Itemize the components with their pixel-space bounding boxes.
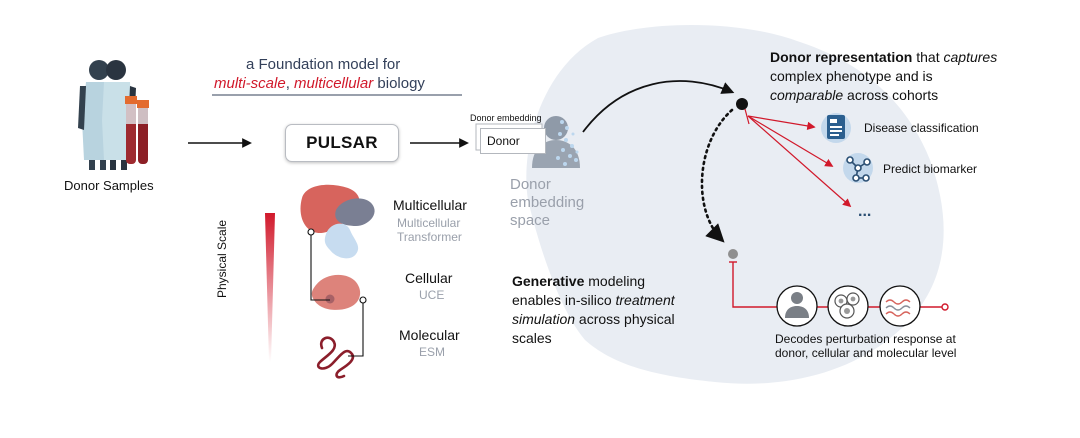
representation-line2: complex phenotype and is: [770, 68, 933, 84]
multicellular-label: Multicellular: [393, 197, 467, 213]
representation-part1: that: [912, 49, 944, 65]
donor-samples-label: Donor Samples: [64, 178, 154, 193]
representation-part3: across cohorts: [843, 87, 939, 103]
pulsar-model-box: PULSAR: [285, 124, 399, 162]
generative-line3: across physical: [575, 311, 675, 327]
connector-multicellular-cellular: [310, 232, 330, 301]
space-line2: embedding: [510, 194, 585, 211]
biomarker-molecule-icon: [843, 153, 873, 183]
multicellular-shape-icon: [300, 184, 375, 259]
pulsar-label: PULSAR: [306, 133, 378, 152]
donor-card-label: Donor: [487, 134, 520, 148]
decodes-line2: donor, cellular and molecular level: [775, 346, 957, 360]
molecular-level-icon: [879, 285, 921, 327]
foundation-sep: ,: [285, 75, 295, 92]
donor-embedding-small-label: Donor embedding: [470, 113, 542, 123]
representation-text: Donor representation that captures compl…: [770, 48, 997, 105]
task-arrow-biomarker: [747, 115, 834, 167]
task-predict-biomarker: Predict biomarker: [883, 162, 978, 176]
decoder-end-node: [941, 303, 949, 311]
physical-scale-gradient-bar: [265, 213, 275, 362]
cellular-label: Cellular: [405, 270, 453, 286]
representation-bold: Donor representation: [770, 49, 913, 65]
generative-part1: modeling: [584, 273, 646, 289]
generative-text: Generative modeling enables in-silico tr…: [512, 272, 675, 348]
task-arrow-disease: [747, 115, 816, 131]
molecular-label: Molecular: [399, 327, 460, 343]
molecular-model-label: ESM: [419, 345, 446, 359]
connector-cellular-molecular: [348, 300, 364, 357]
decoder-line: [732, 262, 942, 308]
cellular-level-icon: [827, 285, 869, 327]
space-line3: space: [510, 212, 551, 229]
blood-tube-icon: [125, 96, 149, 164]
generative-bold: Generative: [512, 273, 585, 289]
mc-model-line2: Transformer: [397, 230, 462, 244]
cellular-model-label: UCE: [419, 288, 445, 302]
generative-line4: scales: [512, 330, 552, 346]
representation-italic1: captures: [943, 49, 998, 65]
cellular-shape-icon: [311, 274, 361, 310]
multicellular-text: multicellular: [294, 75, 374, 92]
molecular-squiggle-icon: [316, 336, 355, 379]
decodes-line1: Decodes perturbation response at: [775, 332, 956, 346]
foundation-line1: a Foundation model for: [246, 56, 401, 73]
representation-node: [736, 98, 748, 110]
generative-line3-italic: simulation: [512, 311, 576, 327]
task-disease-classification: Disease classification: [864, 121, 979, 135]
representation-italic2: comparable: [770, 87, 844, 103]
mc-model-line1: Multicellular: [397, 216, 461, 230]
generative-line2-italic: treatment: [615, 292, 675, 308]
arrow-embedding-to-representation: [582, 80, 735, 133]
red-tick-mark: [744, 108, 750, 125]
donor-embedding-space-label: Donor embedding space: [510, 176, 584, 230]
dotted-arrow-representation-to-generative: [700, 108, 734, 243]
donor-card: Donor: [480, 128, 546, 154]
multiscale-text: multi-scale: [214, 75, 286, 92]
foundation-line2: multi-scale, multicellular biology: [214, 75, 425, 92]
decodes-text: Decodes perturbation response at donor, …: [775, 332, 956, 360]
task-more: ...: [858, 203, 872, 220]
physical-scale-label: Physical Scale: [215, 219, 229, 298]
generative-line2: enables in-silico: [512, 292, 616, 308]
generative-node: [728, 249, 738, 259]
space-line1: Donor: [510, 176, 551, 193]
multicellular-model-label: Multicellular Transformer: [397, 216, 462, 244]
disease-report-icon: [821, 113, 851, 143]
donor-level-icon: [776, 285, 818, 327]
task-arrow-more: [747, 115, 852, 208]
biology-text: biology: [373, 75, 425, 92]
